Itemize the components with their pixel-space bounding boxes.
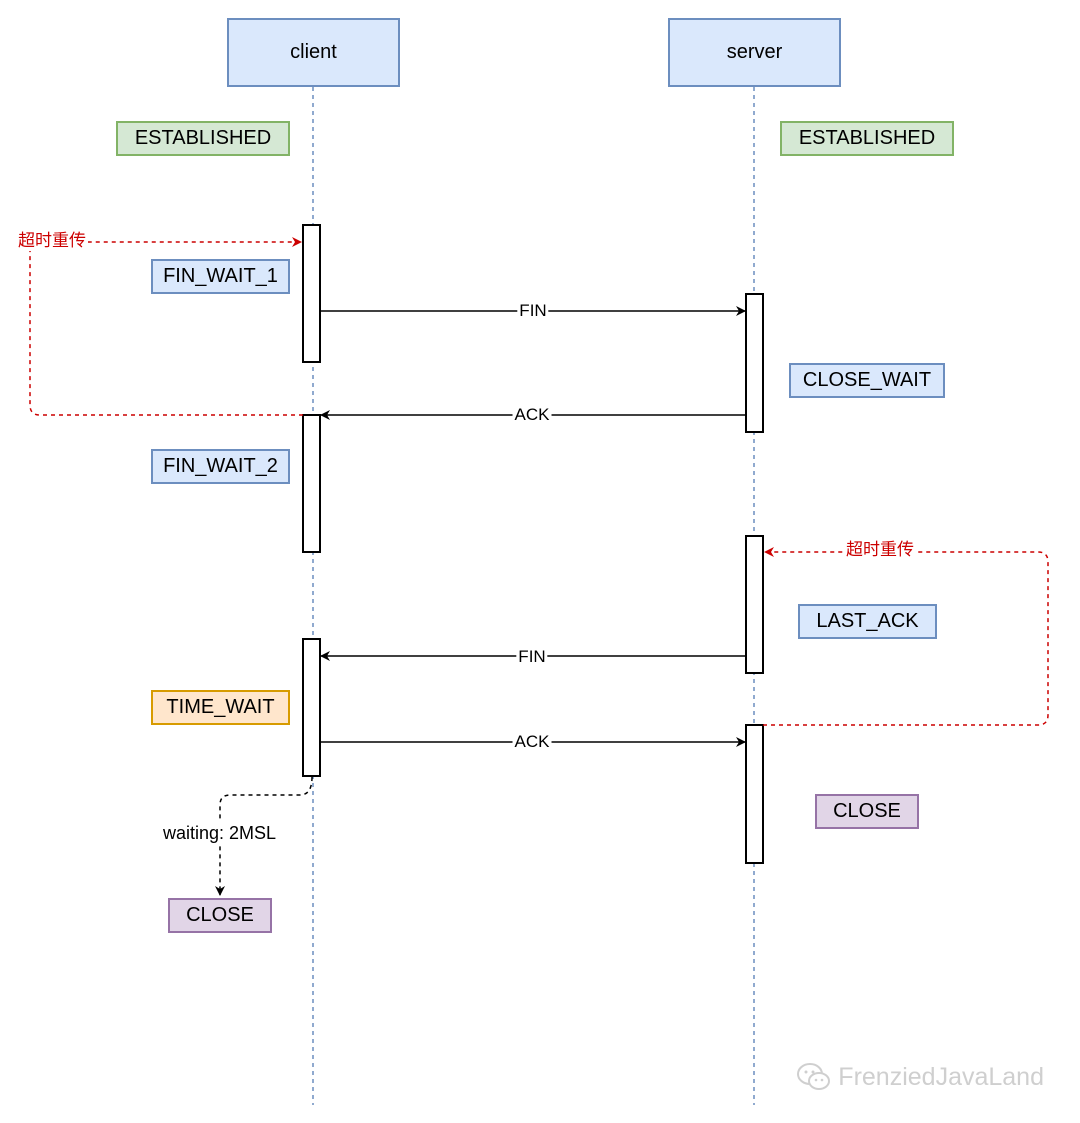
client-activation-1	[302, 224, 321, 363]
fin-wait-1-label: FIN_WAIT_1	[163, 265, 278, 287]
client-retransmit-label: 超时重传	[16, 231, 88, 251]
client-close-state: CLOSE	[168, 898, 272, 933]
client-established-label: ESTABLISHED	[134, 127, 272, 149]
server-activation-1	[745, 293, 764, 433]
ack-message-label-2: ACK	[512, 732, 552, 752]
time-wait-label: TIME_WAIT	[166, 696, 275, 718]
fin-wait-2-label: FIN_WAIT_2	[163, 455, 278, 477]
close-wait-label: CLOSE_WAIT	[802, 369, 932, 391]
fin-message-label-1: FIN	[517, 301, 549, 321]
time-wait-state: TIME_WAIT	[151, 690, 290, 725]
client-retransmit-path	[29, 237, 303, 416]
watermark: FrenziedJavaLand	[796, 1062, 1044, 1092]
client-close-label: CLOSE	[186, 904, 254, 926]
client-established-state: ESTABLISHED	[116, 121, 290, 156]
server-participant: server	[668, 18, 841, 87]
wechat-icon	[797, 1063, 831, 1090]
server-established-label: ESTABLISHED	[798, 127, 936, 149]
wait-2msl-path	[215, 776, 313, 896]
server-label: server	[726, 41, 783, 63]
client-activation-2	[302, 414, 321, 553]
fin-wait-2-state: FIN_WAIT_2	[151, 449, 290, 484]
watermark-text: FrenziedJavaLand	[838, 1062, 1044, 1091]
fin-message-label-2: FIN	[516, 647, 548, 667]
last-ack-state: LAST_ACK	[798, 604, 937, 639]
client-activation-3	[302, 638, 321, 777]
server-close-label: CLOSE	[833, 800, 901, 822]
server-retransmit-path	[763, 547, 1049, 726]
server-established-state: ESTABLISHED	[780, 121, 954, 156]
client-participant: client	[227, 18, 400, 87]
ack-message-label-1: ACK	[512, 405, 552, 425]
client-label: client	[290, 41, 337, 63]
server-retransmit-label: 超时重传	[844, 540, 916, 560]
waiting-2msl-label: waiting: 2MSL	[161, 822, 279, 844]
server-activation-3	[745, 724, 764, 864]
server-activation-2	[745, 535, 764, 674]
fin-wait-1-state: FIN_WAIT_1	[151, 259, 290, 294]
close-wait-state: CLOSE_WAIT	[789, 363, 945, 398]
server-close-state: CLOSE	[815, 794, 919, 829]
last-ack-label: LAST_ACK	[816, 610, 919, 632]
